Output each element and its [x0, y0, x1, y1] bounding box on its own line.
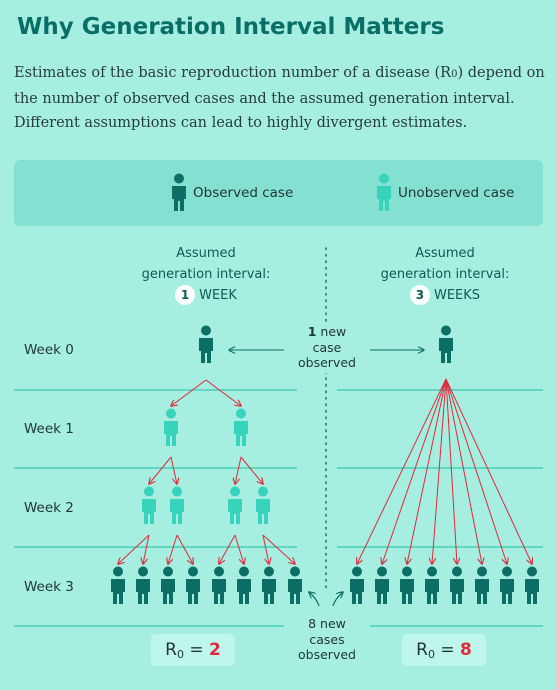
subtitle-text-before: Estimates of the basic reproduction numb… — [14, 65, 452, 81]
left-week3-person-6 — [262, 566, 276, 604]
left-arrow-w1-w2-2 — [235, 456, 242, 484]
right-week3-person-0 — [350, 566, 364, 604]
right-arrow-w0-w3-3 — [432, 378, 447, 564]
note-top-word: new — [320, 324, 347, 339]
week-label-1: Week 1 — [24, 421, 74, 437]
week-label-2: Week 2 — [24, 500, 74, 516]
right-r0-subscript: 0 — [427, 648, 435, 661]
week-label-3: Week 3 — [24, 579, 74, 595]
left-arrow-w1-w2-3 — [240, 456, 263, 484]
subtitle-subscript: 0 — [451, 69, 458, 80]
right-arrow-w0-w3-4 — [445, 378, 457, 564]
left-week1-person-1 — [234, 408, 248, 446]
left-arrow-w1-w2-0 — [149, 456, 172, 484]
left-arrow-w2-w3-2 — [168, 534, 178, 564]
left-week3-person-2 — [161, 566, 175, 604]
right-r0-result: R0 = 8 — [402, 634, 486, 666]
left-arrow-w1-w2-1 — [170, 456, 177, 484]
right-r0-equals: = — [434, 640, 461, 660]
left-arrow-w2-w3-0 — [118, 534, 150, 564]
note-bottom-line1: 8 new — [308, 616, 346, 631]
unobserved-person-icon — [377, 173, 391, 211]
left-interval-number: 1 — [175, 285, 196, 305]
left-r0-value: 2 — [209, 640, 221, 660]
right-interval-number: 3 — [409, 285, 430, 305]
left-arrow-w0-w1-0 — [171, 379, 207, 406]
note-top-line3: observed — [298, 355, 356, 370]
right-week3-person-3 — [425, 566, 439, 604]
left-week2-person-1 — [170, 486, 184, 524]
left-interval-unit: WEEK — [199, 288, 237, 303]
left-week0-person — [199, 325, 213, 363]
left-week3-person-4 — [212, 566, 226, 604]
left-arrow-w2-w3-5 — [234, 534, 244, 564]
note-bottom-line3: observed — [298, 647, 356, 662]
note-bottom-arrow-right — [332, 592, 343, 607]
right-week3-person-1 — [375, 566, 389, 604]
page-title: Why Generation Interval Matters — [17, 14, 445, 40]
right-arrow-w0-w3-0 — [357, 378, 447, 564]
left-week1-person-0 — [164, 408, 178, 446]
left-week3-person-5 — [237, 566, 251, 604]
right-r0-symbol: R — [416, 640, 428, 660]
left-heading-line1: Assumed — [176, 246, 236, 261]
right-week3-person-6 — [500, 566, 514, 604]
right-week3-person-4 — [450, 566, 464, 604]
legend: Observed case Unobserved case — [14, 160, 543, 226]
left-week3-person-7 — [288, 566, 302, 604]
note-top-line2: case — [312, 339, 342, 355]
right-arrow-w0-w3-2 — [407, 378, 447, 564]
left-week3-person-0 — [111, 566, 125, 604]
left-week2-person-0 — [142, 486, 156, 524]
observed-person-icon — [172, 173, 186, 211]
right-interval-unit: WEEKS — [433, 288, 481, 303]
right-week3-person-7 — [525, 566, 539, 604]
left-heading-line2: generation interval: — [141, 266, 271, 282]
left-r0-subscript: 0 — [176, 648, 184, 661]
note-bottom-line2: cases — [309, 631, 345, 647]
legend-unobserved: Unobserved case — [376, 160, 514, 226]
right-arrow-w0-w3-1 — [382, 378, 447, 564]
left-arrow-w2-w3-7 — [262, 534, 295, 564]
right-arrow-w0-w3-7 — [445, 378, 532, 564]
eight-new-cases-note: 8 new cases observed — [284, 614, 370, 665]
left-r0-equals: = — [183, 640, 210, 660]
left-week2-person-2 — [228, 486, 242, 524]
note-top-number: 1 — [307, 324, 317, 339]
right-r0-value: 8 — [460, 640, 472, 660]
legend-unobserved-label: Unobserved case — [398, 185, 515, 201]
note-top-line1: 1 new — [284, 324, 370, 340]
subtitle-text-after: ) depend on the number of observed cases… — [14, 65, 545, 131]
left-arrow-w2-w3-6 — [262, 534, 269, 564]
left-arrow-w0-w1-1 — [205, 379, 241, 406]
one-new-case-note: 1 new case observed — [284, 322, 370, 373]
right-week3-person-5 — [475, 566, 489, 604]
left-arrow-w2-w3-1 — [143, 534, 150, 564]
legend-observed: Observed case — [171, 160, 293, 226]
left-r0-result: R0 = 2 — [151, 634, 235, 666]
legend-observed-label: Observed case — [193, 185, 294, 201]
note-bottom-arrow-left — [309, 592, 320, 607]
left-week3-person-3 — [186, 566, 200, 604]
right-week3-person-2 — [400, 566, 414, 604]
left-r0-symbol: R — [165, 640, 177, 660]
right-arrow-w0-w3-5 — [445, 378, 482, 564]
right-heading-line2: generation interval: — [380, 266, 510, 282]
right-heading-line1: Assumed — [415, 246, 475, 261]
week-label-0: Week 0 — [24, 342, 74, 358]
left-week3-person-1 — [136, 566, 150, 604]
subtitle: Estimates of the basic reproduction numb… — [14, 61, 550, 135]
right-arrow-w0-w3-6 — [445, 378, 507, 564]
left-week2-person-3 — [256, 486, 270, 524]
left-arrow-w2-w3-4 — [219, 534, 236, 564]
right-week0-person — [439, 325, 453, 363]
left-arrow-w2-w3-3 — [176, 534, 193, 564]
